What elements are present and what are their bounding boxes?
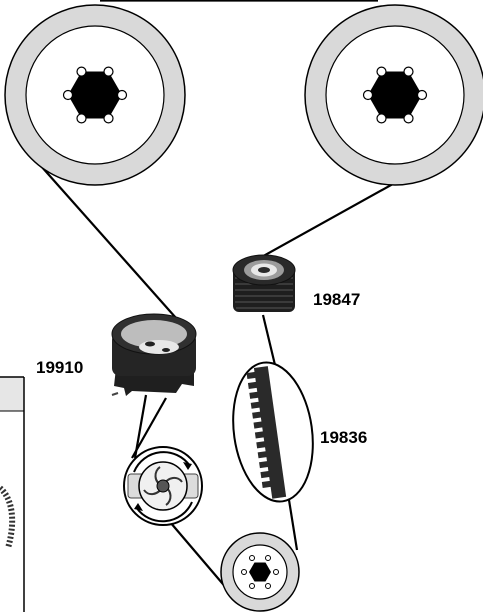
inset-panel [0,376,25,612]
part-label-idler: 19847 [313,290,360,309]
part-label-tensioner: 19910 [36,358,83,377]
part-label-belt: 19836 [320,428,367,447]
tensioner-pulley-icon [111,313,197,396]
belt-sample-icon [0,485,16,549]
camshaft-pulley-left [4,4,186,186]
idler-pulley-icon [232,254,296,312]
timing-belt-icon [232,361,314,503]
crankshaft-pulley-icon [220,532,300,612]
water-pump-icon [123,446,203,526]
camshaft-pulley-right [304,4,483,186]
